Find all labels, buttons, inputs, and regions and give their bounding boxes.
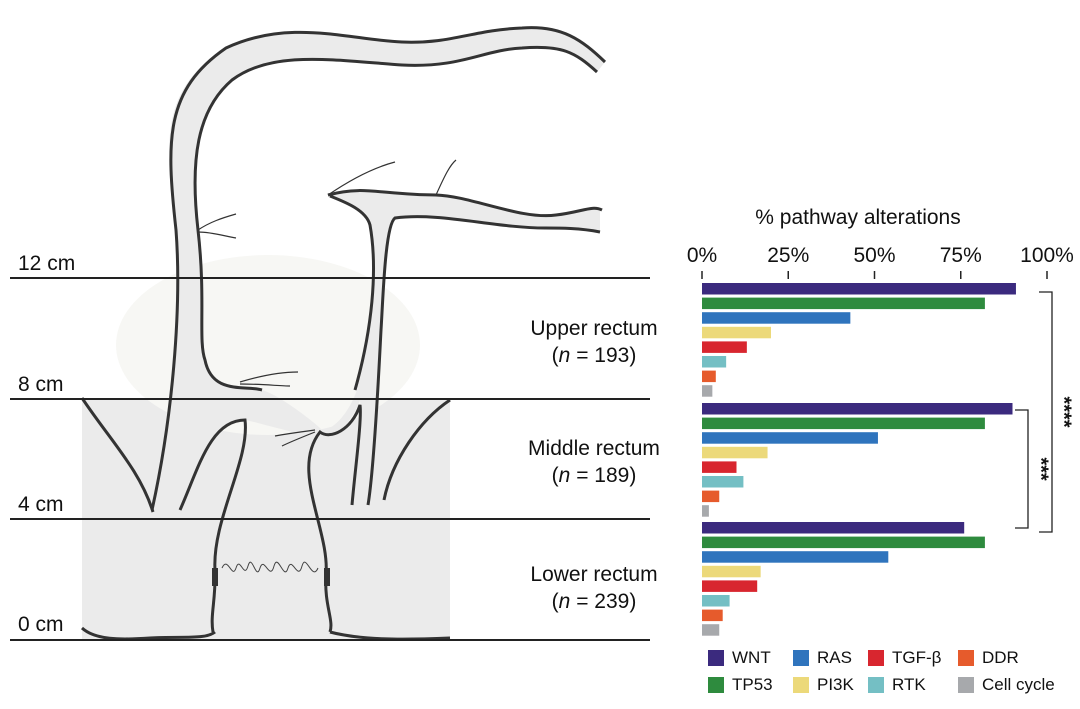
colon-wall-left [150, 26, 607, 511]
rectum-left-wall [178, 418, 247, 633]
bar-cell-cycle [702, 505, 709, 517]
bar-pi3k [702, 326, 771, 339]
legend-label: TP53 [732, 675, 773, 694]
bar-rtk [702, 476, 744, 488]
valve-sigmoid [197, 159, 457, 239]
legend-swatch [708, 650, 724, 666]
significance-label: *** [1030, 457, 1052, 481]
legend-label: TGF-β [892, 648, 942, 667]
colon-fill [152, 27, 605, 510]
bar-cell-cycle [702, 624, 720, 636]
significance-bracket [1015, 409, 1029, 529]
x-tick-label: 75% [940, 244, 982, 267]
anal-canal-left [80, 626, 216, 641]
sigmoid-lower-wall [327, 189, 603, 218]
pelvic-floor-left [80, 397, 155, 513]
valve-middle [274, 429, 316, 447]
legend-label: DDR [982, 648, 1019, 667]
sphincter-left [212, 568, 218, 586]
legend-label: WNT [732, 648, 771, 667]
bar-wnt [702, 283, 1016, 295]
group-n-symbol-middle: n [559, 464, 571, 487]
group-label-lower: Lower rectum [530, 563, 657, 586]
bar-pi3k [702, 446, 768, 459]
bar-tp53 [702, 536, 985, 549]
legend-label: PI3K [817, 675, 855, 694]
dentate-line [221, 561, 319, 573]
pathway-bar-chart: % pathway alterations 0% 25% 50% 75% 100% **… [687, 206, 1075, 636]
bar-wnt [702, 403, 1013, 415]
group-labels: Upper rectum (n = 193) Middle rectum (n … [528, 317, 660, 613]
legend-label: RAS [817, 648, 852, 667]
bar-ddr [702, 490, 720, 503]
bar-wnt [702, 522, 965, 534]
group-n-value-middle: = 189 [576, 464, 629, 487]
legend-swatch [868, 677, 884, 693]
bar-tgf- [702, 341, 747, 353]
bar-ddr [702, 370, 716, 383]
anal-canal-right [329, 630, 451, 641]
rectum-inner-right [329, 194, 375, 391]
bar-ras [702, 551, 889, 563]
sphincter-right [324, 568, 330, 586]
chart-title: % pathway alterations [755, 206, 960, 229]
legend-label: Cell cycle [982, 675, 1055, 694]
sigmoid-lower-wall-inner [366, 215, 601, 506]
significance-bracket [1039, 291, 1053, 533]
bar-ras [702, 432, 878, 444]
bar-ddr [702, 609, 723, 622]
significance-brackets: ******* [1015, 291, 1075, 533]
depth-label-4cm: 4 cm [18, 493, 64, 516]
bar-series [702, 283, 1016, 636]
bar-rtk [702, 595, 730, 607]
group-n-value-upper: = 193 [576, 344, 629, 367]
legend-swatch [868, 650, 884, 666]
valve-upper [239, 371, 299, 387]
group-label-upper: Upper rectum [530, 317, 657, 340]
depth-markers: 12 cm 8 cm 4 cm 0 cm [10, 252, 650, 641]
rectum-anatomy-illustration [80, 26, 607, 641]
group-n-value-lower: = 239 [576, 590, 629, 613]
x-tick-label: 0% [687, 244, 717, 267]
x-tick-label: 100% [1020, 244, 1074, 267]
legend-swatch [708, 677, 724, 693]
group-n-upper: (n = 193) [552, 344, 637, 367]
depth-label-0cm: 0 cm [18, 613, 64, 636]
legend-swatch [958, 650, 974, 666]
group-n-middle: (n = 189) [552, 464, 637, 487]
legend: WNT RAS TGF-β DDR TP53 PI3K RTK Cell cycle [708, 648, 1055, 694]
legend-swatch [793, 650, 809, 666]
legend-label: RTK [892, 675, 926, 694]
bar-pi3k [702, 565, 761, 578]
group-n-symbol-upper: n [559, 344, 571, 367]
significance-label: **** [1053, 396, 1075, 427]
bar-tgf- [702, 580, 758, 592]
bar-tgf- [702, 461, 737, 473]
legend-swatch [958, 677, 974, 693]
legend-swatch [793, 677, 809, 693]
x-axis-ticks: 0% 25% 50% 75% 100% [687, 244, 1074, 279]
bar-ras [702, 312, 851, 324]
x-tick-label: 25% [767, 244, 809, 267]
pelvic-floor-right [382, 398, 451, 501]
group-n-symbol-lower: n [559, 590, 571, 613]
group-label-middle: Middle rectum [528, 437, 660, 460]
bar-rtk [702, 356, 727, 368]
depth-label-8cm: 8 cm [18, 373, 64, 396]
bar-cell-cycle [702, 385, 713, 397]
group-n-lower: (n = 239) [552, 590, 637, 613]
bar-tp53 [702, 417, 985, 430]
x-tick-label: 50% [853, 244, 895, 267]
colon-wall-left-inner [193, 45, 599, 392]
bar-tp53 [702, 297, 985, 310]
depth-label-12cm: 12 cm [18, 252, 75, 275]
